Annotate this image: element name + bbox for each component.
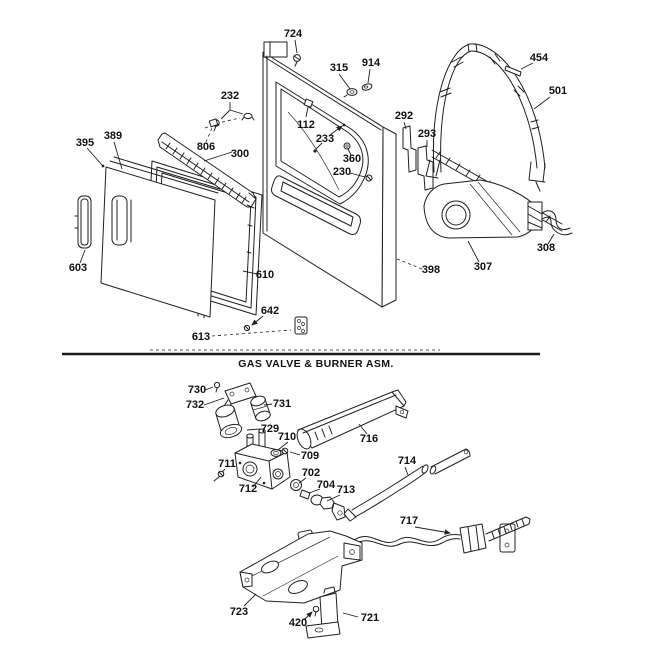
section-divider <box>62 349 540 356</box>
gas-valve-body-712 <box>234 428 291 490</box>
part-label-292: 292 <box>395 110 413 122</box>
section-title: GAS VALVE & BURNER ASM. <box>238 358 393 370</box>
hook-bracket-308 <box>541 210 573 236</box>
part-label-420: 420 <box>289 617 307 629</box>
part-label-398: 398 <box>422 264 440 276</box>
front-panel-398 <box>101 41 397 308</box>
screw-724 <box>293 54 301 67</box>
part-label-613: 613 <box>192 331 210 343</box>
part-label-300: 300 <box>231 148 249 160</box>
screw-642 <box>243 324 251 332</box>
coil-bracket-732 <box>223 382 257 410</box>
clip-454 <box>504 65 522 77</box>
part-label-454: 454 <box>530 52 549 64</box>
part-label-714: 714 <box>398 455 417 467</box>
part-label-360: 360 <box>343 153 361 165</box>
dryer-door-outer-389 <box>100 156 221 318</box>
part-label-230: 230 <box>333 166 351 178</box>
door-side-trim-603 <box>74 195 92 249</box>
part-label-717: 717 <box>400 515 418 527</box>
support-rail-and-duct-307 <box>423 149 563 239</box>
part-label-709: 709 <box>301 450 319 462</box>
part-labels-top: 724 232 315 914 112 233 360 230 395 389 … <box>69 28 567 343</box>
solenoid-coil-729 <box>215 404 243 439</box>
part-label-710: 710 <box>278 431 296 443</box>
elbow-fitting-713 <box>310 494 346 521</box>
gas-pipe-714 <box>343 448 471 522</box>
part-label-603: 603 <box>69 262 87 274</box>
part-label-724: 724 <box>284 28 303 40</box>
bracket-292 <box>402 125 417 173</box>
part-labels-bottom: 730 732 731 729 710 709 711 712 702 704 … <box>186 384 418 629</box>
part-label-389: 389 <box>104 130 122 142</box>
part-label-642: 642 <box>261 305 279 317</box>
part-label-308: 308 <box>537 242 555 254</box>
part-label-716: 716 <box>360 433 378 445</box>
part-label-307: 307 <box>474 261 492 273</box>
part-label-711: 711 <box>218 458 236 470</box>
support-bracket-721 <box>305 586 341 639</box>
part-label-233: 233 <box>316 133 334 145</box>
clip-806 <box>208 118 219 128</box>
part-label-293: 293 <box>418 128 436 140</box>
part-label-723: 723 <box>230 606 248 618</box>
part-label-501: 501 <box>549 85 567 97</box>
orifice-704 <box>299 489 311 500</box>
part-label-112: 112 <box>297 119 315 131</box>
leader-lines <box>79 39 555 621</box>
door-top-trim-300 <box>157 132 257 209</box>
part-label-914: 914 <box>362 57 381 69</box>
eyelet-914 <box>361 83 373 91</box>
part-label-731: 731 <box>273 398 291 410</box>
part-label-704: 704 <box>317 479 336 491</box>
part-label-730: 730 <box>188 384 206 396</box>
grommet-315 <box>343 88 358 98</box>
screw-709 <box>281 447 289 455</box>
part-label-315: 315 <box>330 62 348 74</box>
solenoid-coil-731 <box>250 395 271 422</box>
part-label-806: 806 <box>197 141 215 153</box>
burner-tube-716 <box>296 389 409 450</box>
part-label-732: 732 <box>186 399 204 411</box>
part-label-610: 610 <box>256 269 274 281</box>
part-label-713: 713 <box>337 484 355 496</box>
part-label-232: 232 <box>221 90 239 102</box>
part-label-702: 702 <box>302 467 320 479</box>
part-label-729: 729 <box>261 423 279 435</box>
screw-730 <box>213 381 221 393</box>
burner-base-bracket-723 <box>239 530 363 604</box>
hinge-plate-613 <box>294 316 308 335</box>
part-label-721: 721 <box>361 612 379 624</box>
part-label-712: 712 <box>239 483 257 495</box>
fitting-ring-702 <box>290 479 302 491</box>
screw-420 <box>312 605 320 617</box>
screw-711 <box>213 470 225 482</box>
part-label-395: 395 <box>76 137 94 149</box>
bracket-293 <box>417 145 434 191</box>
front-panel-arch-501 <box>425 43 546 192</box>
